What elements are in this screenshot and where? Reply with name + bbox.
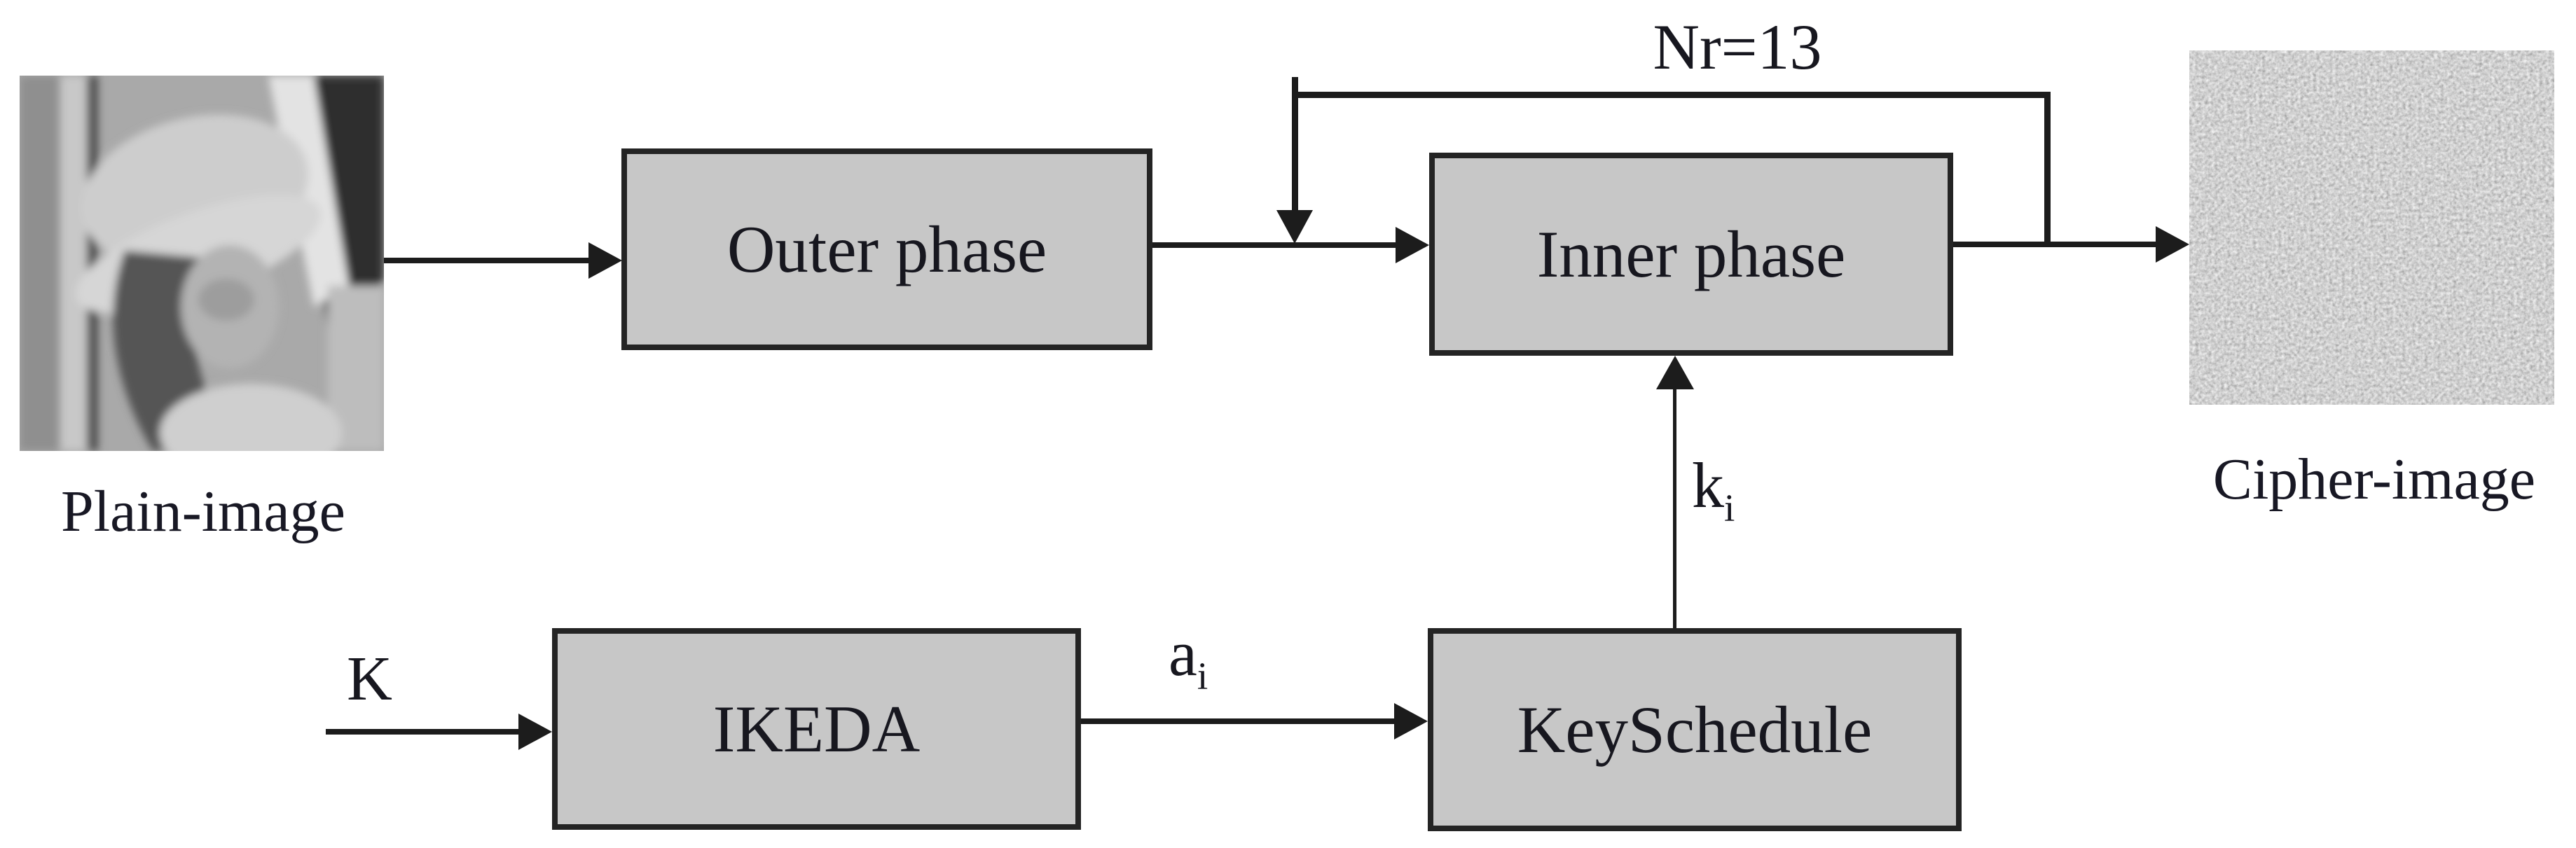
feedback-loop-down-arrowhead: [1276, 210, 1313, 244]
inner-phase-box: Inner phase: [1429, 153, 1953, 356]
ikeda-label: IKEDA: [712, 692, 921, 766]
arrow-plain-to-outer: [384, 258, 591, 263]
arrow-inner-to-cipher: [1953, 242, 2158, 247]
plain-image-caption: Plain-image: [61, 479, 345, 544]
arrow-ikeda-to-keyschedule-head: [1394, 703, 1428, 739]
arrow-outer-to-inner-head: [1396, 227, 1429, 263]
outer-phase-box: Outer phase: [621, 148, 1152, 350]
cipher-image-noise: [2189, 50, 2554, 405]
arrow-outer-to-inner: [1152, 242, 1398, 248]
arrow-key-to-ikeda: [326, 729, 521, 735]
keyschedule-box: KeySchedule: [1428, 628, 1962, 831]
plain-image-photo: [20, 76, 384, 451]
round-key-label: ki: [1692, 448, 1735, 527]
arrow-ikeda-to-keyschedule: [1081, 718, 1396, 724]
arrow-keyschedule-to-inner-head: [1656, 356, 1694, 389]
cipher-image-caption: Cipher-image: [2212, 447, 2536, 512]
outer-phase-label: Outer phase: [726, 212, 1047, 286]
round-key-subscript: i: [1724, 486, 1735, 529]
inner-phase-label: Inner phase: [1536, 217, 1846, 291]
round-key-base: k: [1692, 450, 1724, 521]
arrow-plain-to-outer-head: [588, 242, 622, 279]
ikeda-box: IKEDA: [552, 628, 1081, 830]
ikeda-output-label: ai: [1169, 616, 1208, 695]
feedback-loop-top-line: [1292, 92, 2051, 98]
ikeda-output-base: a: [1169, 618, 1197, 689]
arrow-keyschedule-to-inner: [1673, 389, 1676, 628]
keyschedule-label: KeySchedule: [1517, 693, 1873, 767]
feedback-loop-right-line: [2044, 92, 2051, 247]
arrow-inner-to-cipher-head: [2156, 226, 2189, 263]
key-input-label: K: [347, 644, 392, 714]
feedback-loop-left-line: [1292, 77, 1298, 213]
rounds-label: Nr=13: [1653, 11, 1822, 83]
arrow-key-to-ikeda-head: [518, 714, 552, 750]
ikeda-output-subscript: i: [1197, 654, 1208, 697]
